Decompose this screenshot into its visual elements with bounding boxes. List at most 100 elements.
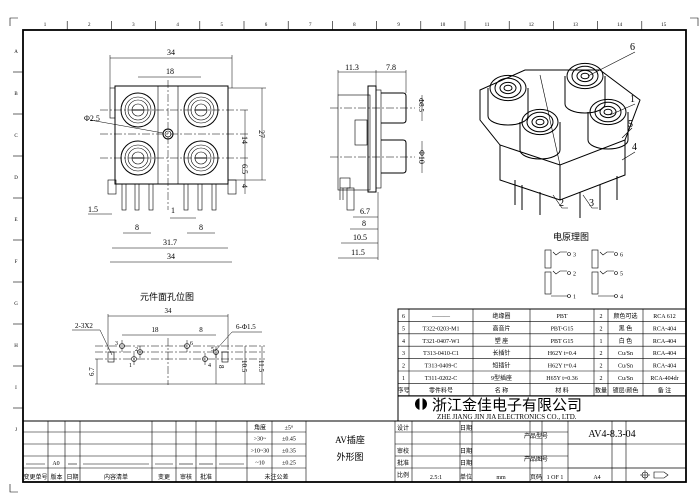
callout-1: 1 [630,94,635,105]
model-number: AV4-8.3-04 [588,429,635,440]
pin-label: 2 [573,272,576,278]
cell-qty: 2 [600,364,603,370]
rev-header-review: 审核 [180,473,192,481]
header-qty: 数量 [595,386,607,394]
pin-label: 1 [573,295,576,301]
pin [211,183,217,211]
dim-height: 27 [257,130,266,138]
zone-label: D [14,176,18,181]
callout-2: 2 [559,198,564,209]
drawing-name-1: AV插座 [335,434,365,445]
rev-header-version: 版本 [50,473,62,481]
tol-range: >10~30 [251,449,270,455]
hole-label: 1 [129,363,132,369]
spring-contact [552,270,567,275]
paper-size: A4 [593,475,600,481]
cell-color: 黑 色 [619,324,633,332]
tol-range: 角度 [254,424,266,432]
isometric-view: 6 1 5 4 2 3 [479,42,641,218]
dim-hl-pitch2: 8 [199,326,203,334]
title-block: 变更单号版本日期内容清单变更审核批准未注公差A0角度±5°>30~±0.45>1… [22,420,687,483]
cell-qty: 2 [600,376,603,382]
cell-remark: RCA-404dr [650,376,678,382]
contact [544,249,552,269]
dim-pin-off: 1.5 [88,205,98,214]
projection-symbol-icon [640,470,669,480]
tol-value: ±0.45 [282,437,296,443]
zone-label: E [14,218,17,223]
zone-label: 8 [353,23,356,28]
terminal [567,271,571,275]
cell-remark: RCA-404 [653,326,676,332]
zone-label: 13 [573,23,579,28]
iso-jack-ring [603,108,613,116]
terminal [567,252,571,256]
dim-hl-h1: 6.7 [88,367,96,376]
label-date: 日期 [460,424,472,432]
cell-name: 塑 座 [495,337,509,345]
cell-color: Cu/Sn [618,376,633,382]
cell-color: 颜色可选 [613,312,637,320]
cell-material: H65Y t=0.36 [546,376,578,382]
dim-pin-w: 1 [171,206,175,215]
cell-material: PBT [556,314,567,320]
cell-color: Cu/Sn [618,351,633,357]
cell-material: H62Y t=0.4 [548,364,577,370]
pin-label: 5 [620,272,623,278]
pin [197,183,203,211]
cell-remark: RCA-404 [653,339,676,345]
pin [134,183,140,211]
contact [591,271,599,295]
iso-jack-ring [571,65,599,87]
terminal [567,294,571,298]
terminal [614,252,618,256]
label-date: 日期 [460,447,472,455]
iso-jack-ring [535,118,545,126]
unit-value: mm [496,475,506,481]
dim-hl-h3: 10.5 [240,360,248,373]
pin [121,183,127,211]
tol-range: ~10 [255,461,264,467]
zone-label: 7 [309,23,312,28]
callout-5: 5 [628,119,633,130]
cell-material: PBT G15 [551,339,574,345]
header-material: 材 料 [555,386,569,394]
zone-label: 2 [88,23,91,28]
cell-no: 2 [402,364,405,370]
dim-hl-slot: 2-3X2 [75,322,93,330]
dim-jack-dia1: Φ8.5 [417,98,425,112]
iso-jack-ring [494,77,522,99]
iso-jack-ring [526,111,554,133]
front-view: 34 18 Φ2.5 14 27 6.5 4 1.5 1 8 8 31.7 34 [84,48,266,263]
dim-width-bottom: 34 [167,252,175,261]
label-approve: 批准 [397,459,409,467]
zone-label: 9 [397,23,400,28]
hole-label: 3 [115,341,118,347]
dim-hl-pitch: 18 [152,326,160,334]
zone-label: 4 [176,23,179,28]
cell-qty: 1 [600,339,603,345]
pin-label: 6 [620,253,623,259]
company-name-cn: 浙江金佳电子有限公司 [432,397,582,414]
tol-value: ±0.35 [282,449,296,455]
rev-header-change: 变更 [158,473,170,481]
dim-pin-len: 4 [240,184,249,188]
label-scale: 比例 [397,471,409,479]
spring-contact [552,251,567,256]
iso-jack [519,122,561,160]
iso-jack-ring [589,98,627,126]
iso-jack-ring [566,62,604,90]
zone-label: 10 [440,23,446,28]
cell-material: H62Y t=0.4 [548,351,577,357]
iso-jack-ring [594,101,622,123]
iso-jack-ring [531,115,549,129]
dim-hl-h2: 8 [217,365,225,369]
page-value: 1 OF 1 [547,475,564,481]
dim-jack-length: 7.8 [386,63,396,72]
